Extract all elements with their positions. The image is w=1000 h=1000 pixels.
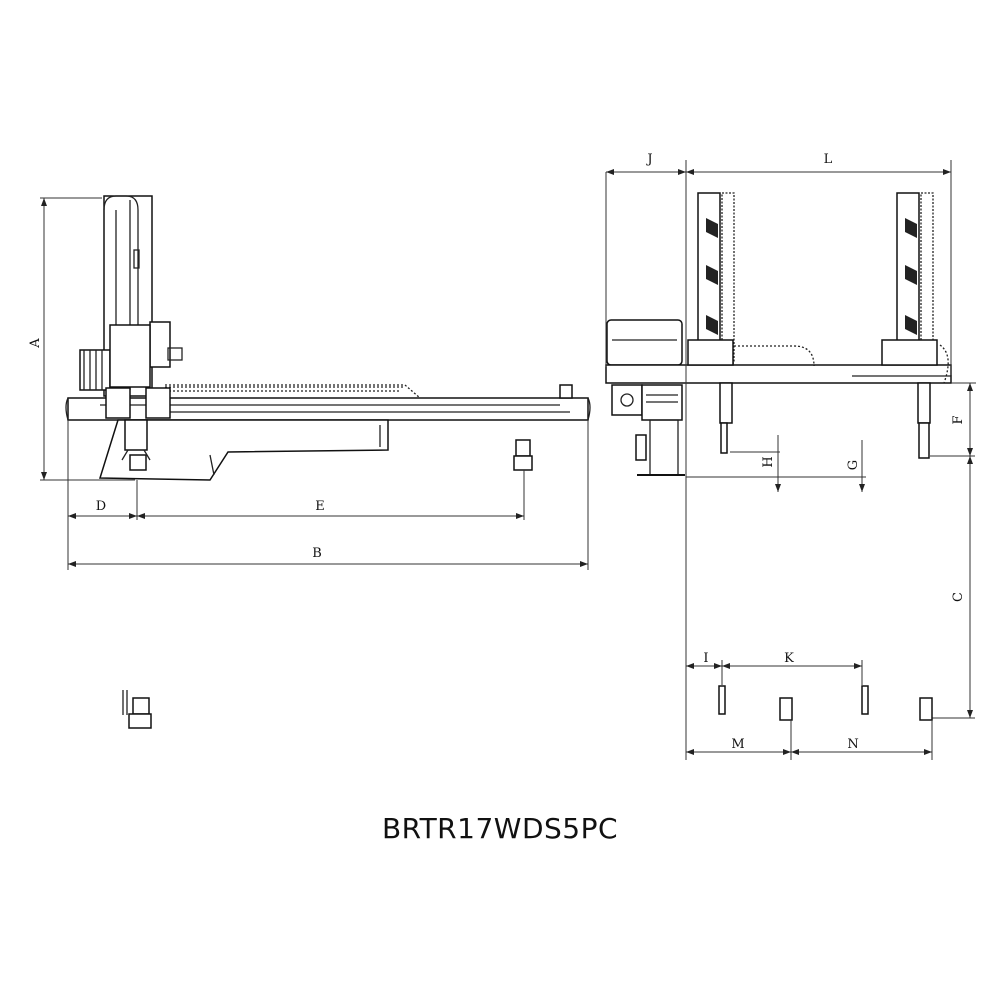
dim-label-f: F <box>951 415 966 424</box>
dim-label-a: A <box>28 338 43 349</box>
side-view <box>40 195 591 729</box>
gripper-detail-icon <box>122 690 152 729</box>
dim-label-l: L <box>824 152 833 167</box>
dim-label-n: N <box>847 737 858 752</box>
dim-label-m: M <box>731 737 744 752</box>
dim-label-d: D <box>96 499 106 514</box>
dim-label-e: E <box>315 499 325 514</box>
dim-label-b: B <box>312 546 322 561</box>
dim-label-h: H <box>761 456 776 467</box>
model-label: BRTR17WDS5PC <box>381 812 619 845</box>
motor-box <box>606 319 683 366</box>
gripper-positions <box>718 685 933 721</box>
front-view <box>605 160 976 760</box>
dim-label-k: K <box>784 651 794 666</box>
dim-label-g: G <box>846 460 861 470</box>
dim-label-j: J <box>645 152 652 167</box>
dim-label-i: I <box>703 651 708 666</box>
dim-label-c: C <box>951 592 966 602</box>
cross-beam <box>605 364 952 384</box>
